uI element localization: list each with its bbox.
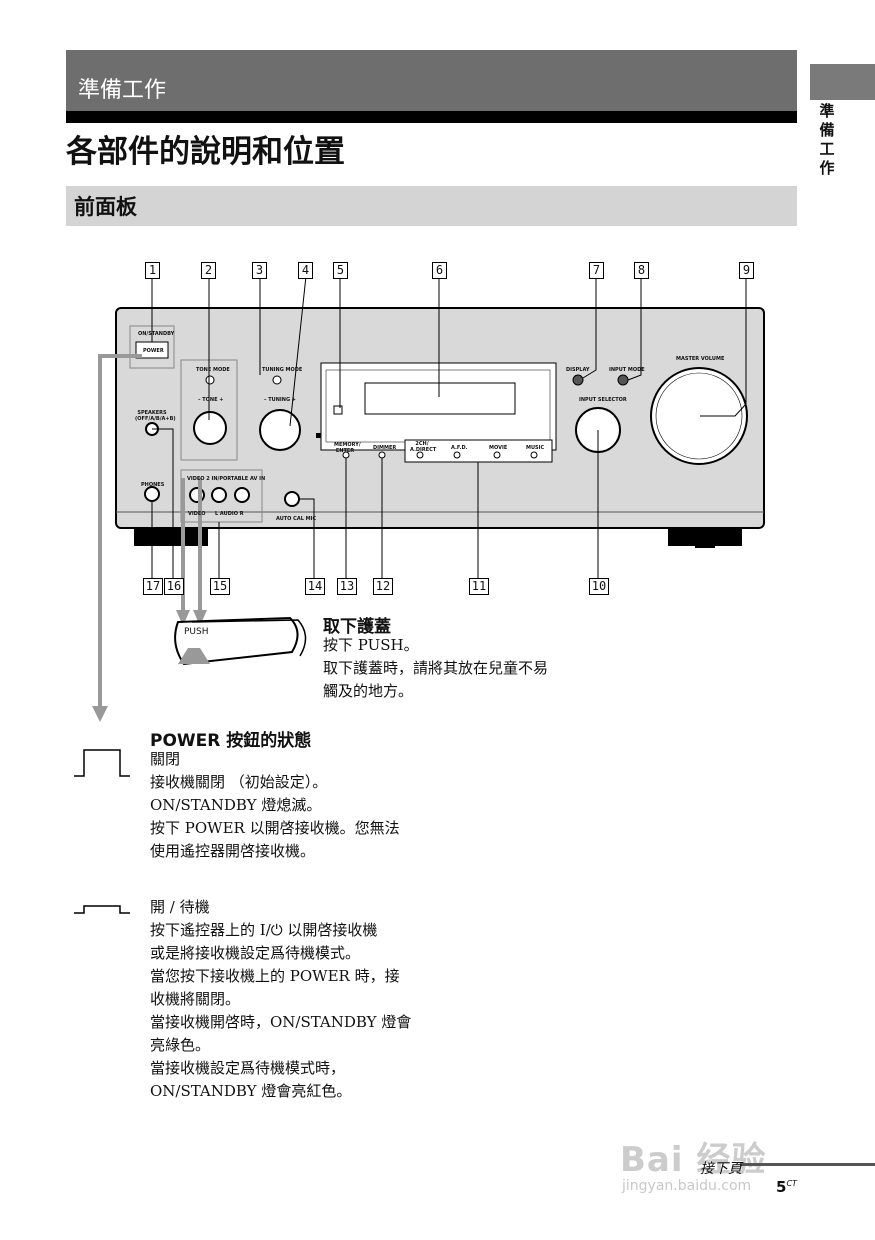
label-phones: PHONES (141, 482, 165, 488)
side-tab (810, 64, 875, 100)
power-off-title: 關閉 (150, 750, 181, 768)
power-on-line-6: 亮綠色。 (150, 1036, 211, 1054)
callout-1: 1 (145, 262, 160, 279)
callout-5: 5 (333, 262, 348, 279)
callout-13: 13 (337, 578, 357, 595)
power-off-line-4: 使用遙控器開啓接收機。 (150, 842, 316, 860)
power-on-line-5: 當接收機開啓時，ON/STANDBY 燈會 (150, 1013, 412, 1031)
page-number-value: 5 (776, 1178, 787, 1196)
power-on-title: 開 / 待機 (150, 898, 210, 916)
callout-15: 15 (210, 578, 230, 595)
cover-line-3: 觸及的地方。 (323, 682, 414, 700)
cover-line-2: 取下護蓋時，請將其放在兒童不易 (323, 659, 549, 677)
page-number: 5CT (776, 1178, 797, 1196)
power-on-line-7: 當接收機設定爲待機模式時， (150, 1059, 346, 1077)
label-audio: L AUDIO R (215, 511, 244, 517)
subsection-title: 前面板 (74, 195, 137, 219)
power-off-line-1: 接收機關閉 （初始設定）。 (150, 773, 328, 791)
power-on-line-3: 當您按下接收機上的 POWER 時，接 (150, 967, 400, 985)
label-input-mode: INPUT MODE (609, 367, 645, 373)
callout-12: 12 (373, 578, 393, 595)
callout-3: 3 (252, 262, 267, 279)
watermark-url: jingyan.baidu.com (622, 1178, 752, 1194)
power-on-line-1: 按下遙控器上的 I/⏻ 以開啓接收機 (150, 921, 378, 939)
callout-14: 14 (305, 578, 325, 595)
label-tuning-mode: TUNING MODE (262, 367, 303, 373)
side-tab-label: 準備工作 (819, 102, 835, 177)
callout-10: 10 (589, 578, 609, 595)
label-auto-cal: AUTO CAL MIC (276, 516, 317, 522)
label-2ch: 2CH/ A.DIRECT (410, 441, 437, 453)
callout-16: 16 (164, 578, 184, 595)
label-tone-mode: TONE MODE (196, 367, 230, 373)
section-title: 準備工作 (78, 78, 167, 103)
next-page-label: 接下頁 (700, 1161, 742, 1177)
footer-rule (740, 1163, 875, 1166)
label-dimmer: DIMMER (373, 445, 397, 451)
page-title: 各部件的說明和位置 (66, 134, 345, 170)
power-on-line-2: 或是將接收機設定爲待機模式。 (150, 944, 361, 962)
section-header-band (66, 50, 797, 112)
label-speakers: SPEAKERS (OFF/A/B/A+B) (135, 410, 176, 422)
cover-line-1: 按下 PUSH。 (323, 636, 419, 654)
callout-9: 9 (739, 262, 754, 279)
label-tuning: – TUNING + (264, 397, 296, 403)
label-afd: A.F.D. (451, 445, 468, 451)
power-off-line-2: ON/STANDBY 燈熄滅。 (150, 796, 322, 814)
callout-4: 4 (298, 262, 313, 279)
power-off-line-3: 按下 POWER 以開啓接收機。您無法 (150, 819, 400, 837)
callout-17: 17 (143, 578, 163, 595)
label-tone: – TONE + (198, 397, 224, 403)
label-movie: MOVIE (489, 445, 508, 451)
label-memory: MEMORY/ ENTER (334, 442, 361, 454)
label-master-volume: MASTER VOLUME (676, 356, 725, 362)
label-video2: VIDEO 2 IN/PORTABLE AV IN (187, 476, 266, 482)
section-header-rule (66, 111, 797, 123)
label-video: VIDEO (188, 511, 206, 517)
callout-11: 11 (469, 578, 489, 595)
subsection-band (66, 186, 797, 226)
callout-2: 2 (201, 262, 216, 279)
callout-8: 8 (634, 262, 649, 279)
power-on-line-4: 收機將關閉。 (150, 990, 241, 1008)
power-on-line-8: ON/STANDBY 燈會亮紅色。 (150, 1082, 352, 1100)
label-on-standby: ON/STANDBY (138, 331, 175, 337)
label-display: DISPLAY (566, 367, 590, 373)
label-push: PUSH (184, 627, 209, 637)
page-number-suffix: CT (786, 1179, 797, 1188)
watermark-logo: Bai 经验 (620, 1140, 767, 1180)
callout-7: 7 (589, 262, 604, 279)
label-music: MUSIC (526, 445, 545, 451)
label-input-selector: INPUT SELECTOR (579, 397, 627, 403)
label-power: POWER (143, 348, 164, 354)
cover-heading: 取下護蓋 (323, 617, 391, 637)
power-states-heading: POWER 按鈕的狀態 (150, 731, 312, 751)
callout-6: 6 (432, 262, 447, 279)
